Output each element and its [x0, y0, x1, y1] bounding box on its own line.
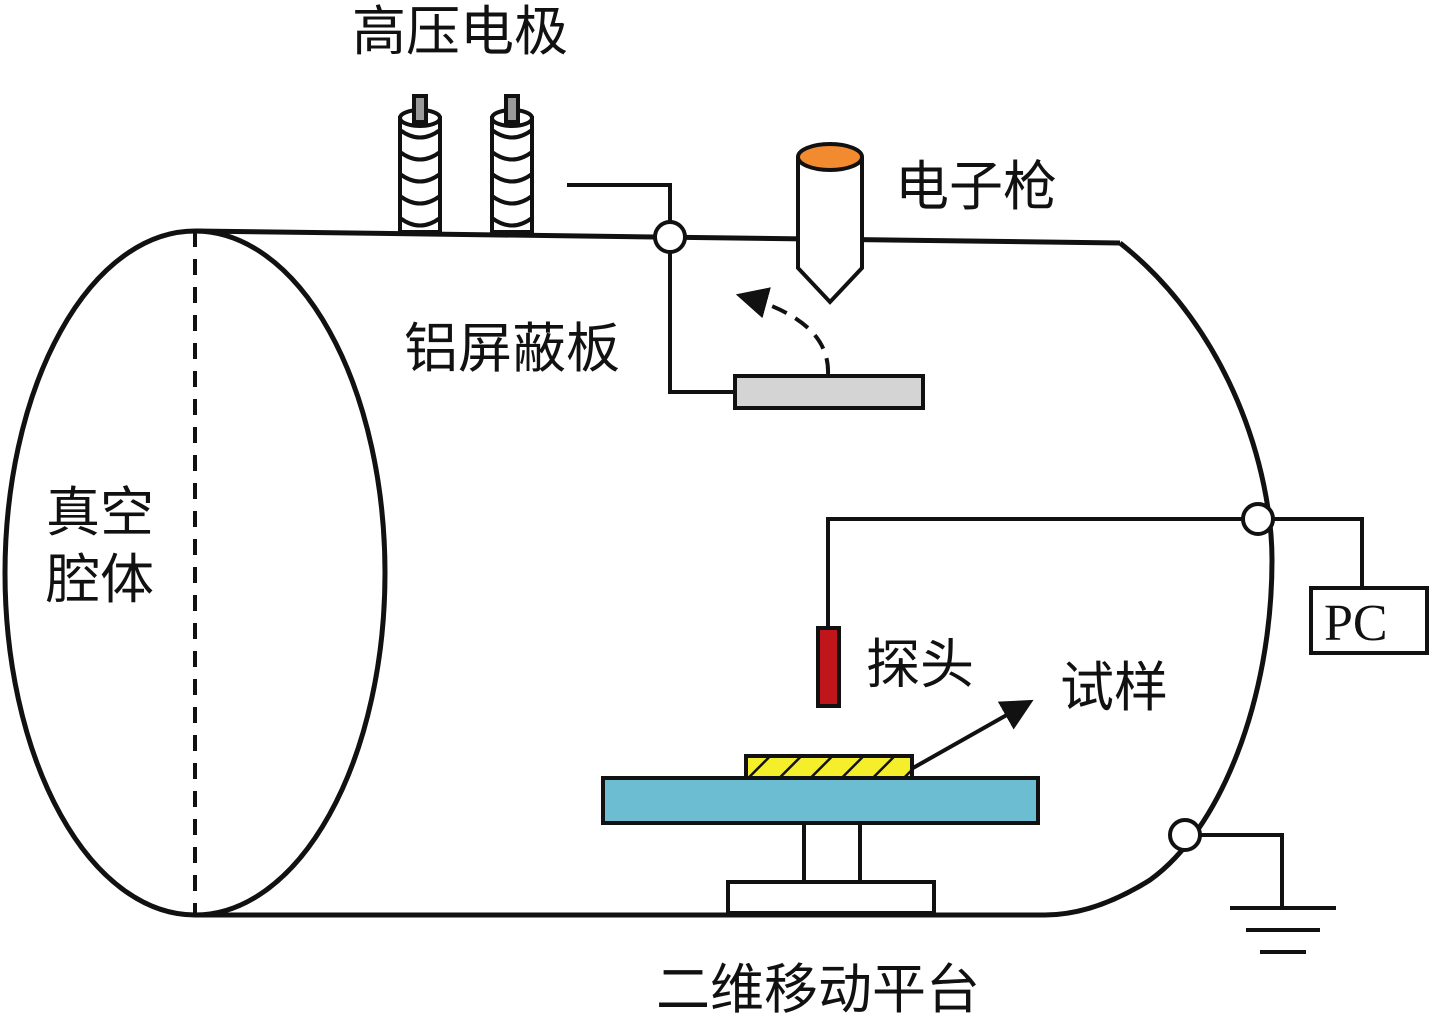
ground	[1168, 818, 1336, 954]
label-stage: 二维移动平台	[656, 958, 980, 1021]
label-pc: PC	[1324, 595, 1388, 652]
hv-electrode-right	[490, 94, 534, 234]
sample-pointer-arrow	[912, 699, 1034, 770]
feedthrough-ground	[1168, 818, 1202, 852]
label-probe: 探头	[866, 633, 974, 696]
shield-rotation-arrow	[735, 287, 831, 375]
stage-base	[726, 880, 936, 915]
label-vacuum-chamber-2: 腔体	[46, 548, 154, 611]
stage	[601, 754, 1040, 915]
feedthrough-top	[653, 220, 687, 254]
electron-gun-tip	[796, 142, 864, 172]
label-vacuum-chamber-1: 真空	[46, 481, 154, 544]
label-hv-electrode: 高压电极	[352, 0, 568, 63]
shield-wire	[567, 183, 735, 394]
chamber-right-cap	[1044, 241, 1275, 918]
stage-table	[601, 776, 1040, 825]
sample	[744, 754, 914, 780]
electron-gun	[796, 142, 864, 305]
al-shield-plate	[733, 374, 925, 410]
label-electron-gun: 电子枪	[895, 155, 1057, 218]
probe-wire	[826, 502, 1364, 628]
hv-electrode-left	[398, 94, 442, 234]
label-sample: 试样	[1060, 656, 1168, 719]
label-al-shield: 铝屏蔽板	[404, 317, 620, 380]
pc-box	[1309, 586, 1429, 655]
probe	[816, 626, 841, 708]
feedthrough-right	[1241, 502, 1275, 536]
